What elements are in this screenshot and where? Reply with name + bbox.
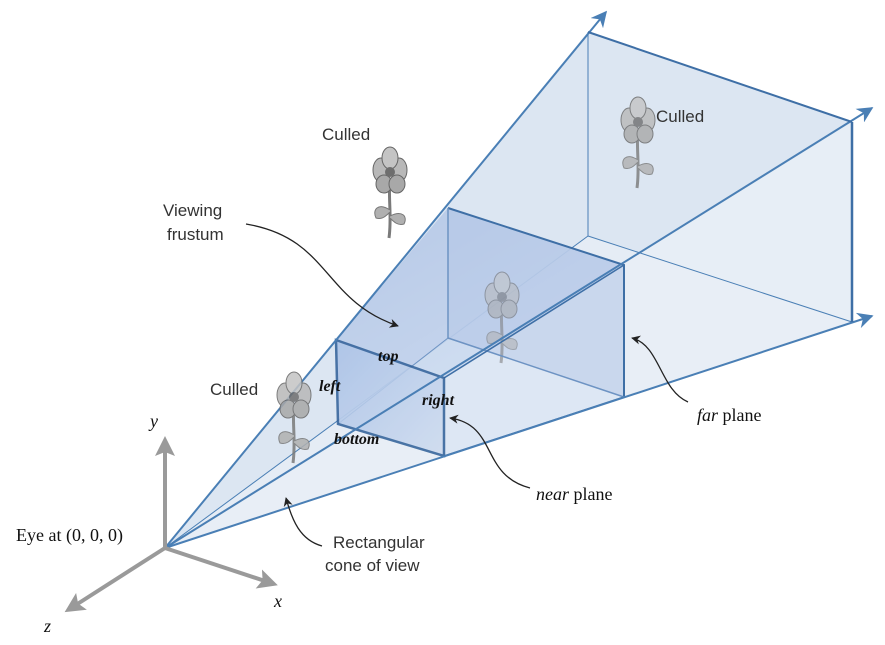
culled-label-top: Culled	[322, 125, 370, 144]
right-label: right	[422, 392, 455, 409]
culled-label-left: Culled	[210, 380, 258, 399]
far-plane-top-edge	[587, 31, 853, 123]
frustum-edge-tr	[443, 264, 625, 379]
flower-icon	[371, 145, 409, 240]
cone-label-2: cone of view	[325, 556, 420, 575]
near-plane-label: near plane	[536, 484, 612, 504]
arrow-icon	[449, 414, 531, 489]
z-axis	[64, 546, 167, 613]
bottom-label: bottom	[334, 431, 379, 448]
far-plane-label: far plane	[697, 405, 762, 425]
x-axis	[164, 546, 278, 589]
cone-edge-top-left	[164, 10, 608, 549]
culled-label-far: Culled	[656, 107, 704, 126]
frustum-far-rect-bottom	[447, 337, 625, 398]
z-axis-label: z	[43, 616, 51, 636]
cone-edge-bottom-right	[164, 312, 874, 549]
top-label: top	[378, 348, 398, 365]
eye-label: Eye at (0, 0, 0)	[16, 525, 123, 546]
arrow-icon	[283, 497, 323, 547]
y-axis-label: y	[148, 411, 158, 431]
left-label: left	[319, 378, 341, 395]
far-plane-bottom-back-edge	[587, 235, 853, 323]
x-axis-label: x	[273, 591, 282, 611]
cone-label-1: Rectangular	[333, 533, 425, 552]
arrow-icon	[245, 223, 399, 328]
arrow-icon	[631, 335, 689, 403]
frustum-far-face	[448, 208, 624, 397]
cone-edge-top-right	[164, 107, 874, 549]
viewing-frustum-label-1: Viewing	[163, 201, 222, 220]
viewing-frustum-label-2: frustum	[167, 225, 224, 244]
